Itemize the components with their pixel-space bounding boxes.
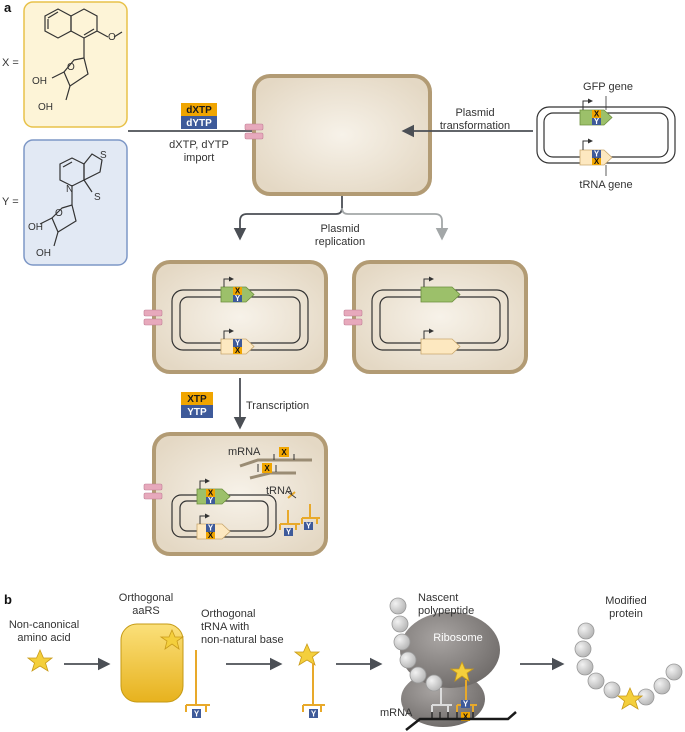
svg-text:Y: Y bbox=[194, 710, 200, 719]
nascent-polypeptide bbox=[389, 597, 443, 692]
svg-text:X: X bbox=[281, 448, 287, 457]
cell-lost-ubp bbox=[343, 260, 528, 374]
y-oh1-label: OH bbox=[28, 222, 43, 233]
y-ring-s-label: S bbox=[100, 150, 107, 161]
svg-text:Y: Y bbox=[286, 528, 292, 537]
svg-text:X: X bbox=[264, 464, 270, 473]
svg-text:Y: Y bbox=[463, 700, 469, 709]
dytp-label: dYTP bbox=[186, 118, 212, 129]
modified-label-line1: Modified bbox=[605, 595, 647, 607]
y-oh2-label: OH bbox=[36, 248, 51, 259]
svg-text:X: X bbox=[594, 110, 600, 119]
y-n-label: N bbox=[66, 184, 73, 195]
x-oh1-label: OH bbox=[32, 76, 47, 87]
nascent-label-line1: Nascent bbox=[418, 592, 458, 604]
modified-protein bbox=[574, 622, 683, 706]
ytp-label: YTP bbox=[187, 407, 207, 418]
svg-text:Y: Y bbox=[594, 117, 600, 126]
svg-text:Y: Y bbox=[594, 150, 600, 159]
transformation-label-line1: Plasmid bbox=[455, 107, 494, 119]
replication-label-line2: replication bbox=[315, 236, 365, 248]
otrna-label-line1: Orthogonal bbox=[201, 608, 255, 620]
charged-trna bbox=[302, 663, 325, 712]
host-cell bbox=[252, 74, 432, 196]
x-nucleoside-structure: O O OH OH bbox=[23, 1, 128, 128]
svg-text:X: X bbox=[235, 346, 241, 355]
import-label-line2: import bbox=[184, 152, 215, 164]
y-ring-o-label: O bbox=[55, 208, 63, 219]
orthogonal-trna bbox=[185, 650, 210, 712]
aars-label-line2: aaRS bbox=[132, 605, 160, 617]
svg-text:X: X bbox=[208, 531, 214, 540]
ncaa-star bbox=[26, 649, 54, 672]
svg-text:X: X bbox=[235, 287, 241, 296]
xtp-label: XTP bbox=[187, 394, 207, 405]
x-equals-label: X = bbox=[2, 57, 19, 69]
plasmid-input: X Y Y X bbox=[536, 96, 676, 176]
svg-text:Y: Y bbox=[311, 710, 317, 719]
svg-text:Y: Y bbox=[208, 524, 214, 533]
nascent-label-line2: polypeptide bbox=[418, 605, 474, 617]
modified-label-line2: protein bbox=[609, 608, 643, 620]
replication-arrow-right bbox=[341, 207, 449, 241]
dxtp-dytp-tag: dXTP dYTP bbox=[181, 103, 217, 129]
nucleotide-transporter bbox=[244, 123, 264, 140]
ncaa-label-line1: Non-canonical bbox=[9, 619, 79, 631]
mrna-label-a: mRNA bbox=[228, 446, 261, 458]
x-oh2-label: OH bbox=[38, 102, 53, 113]
replication-label-line1: Plasmid bbox=[320, 223, 359, 235]
transformation-label-line2: transformation bbox=[440, 120, 510, 132]
mrna-label-b: mRNA bbox=[380, 707, 413, 719]
trna-gene-label: tRNA gene bbox=[579, 179, 632, 191]
panel-b-label: b bbox=[4, 592, 12, 607]
y-thione-s-label: S bbox=[94, 192, 101, 203]
ncaa-label-line2: amino acid bbox=[17, 632, 70, 644]
svg-text:Y: Y bbox=[235, 339, 241, 348]
y-equals-label: Y = bbox=[2, 196, 19, 208]
svg-text:Y: Y bbox=[235, 294, 241, 303]
import-label-line1: dXTP, dYTP bbox=[169, 139, 229, 151]
cell-transcription: X Y Y X X X mRNA Y Y tRNA bbox=[143, 432, 328, 556]
aars-star bbox=[159, 628, 185, 650]
svg-text:Y: Y bbox=[306, 522, 312, 531]
mrna-strand-b bbox=[405, 711, 517, 731]
dxtp-label: dXTP bbox=[186, 105, 212, 116]
trna-molecules bbox=[279, 491, 320, 530]
trna-label-a: tRNA bbox=[266, 485, 293, 497]
aars-label-line1: Orthogonal bbox=[119, 592, 173, 604]
otrna-label-line2: tRNA with bbox=[201, 621, 249, 633]
xtp-ytp-tag: XTP YTP bbox=[181, 392, 213, 418]
gfp-gene-label: GFP gene bbox=[583, 81, 633, 93]
otrna-label-line3: non-natural base bbox=[201, 634, 284, 646]
incorporated-star bbox=[449, 660, 475, 682]
svg-text:X: X bbox=[208, 489, 214, 498]
x-ring-o-label: O bbox=[67, 62, 75, 73]
svg-text:Y: Y bbox=[208, 496, 214, 505]
panel-a-label: a bbox=[4, 0, 12, 15]
y-nucleoside-structure: N S S O OH OH bbox=[23, 139, 128, 266]
cell-retained-ubp: X Y Y X bbox=[143, 260, 328, 374]
transcription-label: Transcription bbox=[246, 400, 309, 412]
svg-text:X: X bbox=[463, 713, 469, 722]
svg-text:X: X bbox=[594, 157, 600, 166]
x-ome-label: O bbox=[108, 32, 116, 43]
protein-star bbox=[616, 687, 644, 710]
ribosome-label: Ribosome bbox=[433, 632, 483, 644]
charged-star bbox=[293, 643, 321, 666]
